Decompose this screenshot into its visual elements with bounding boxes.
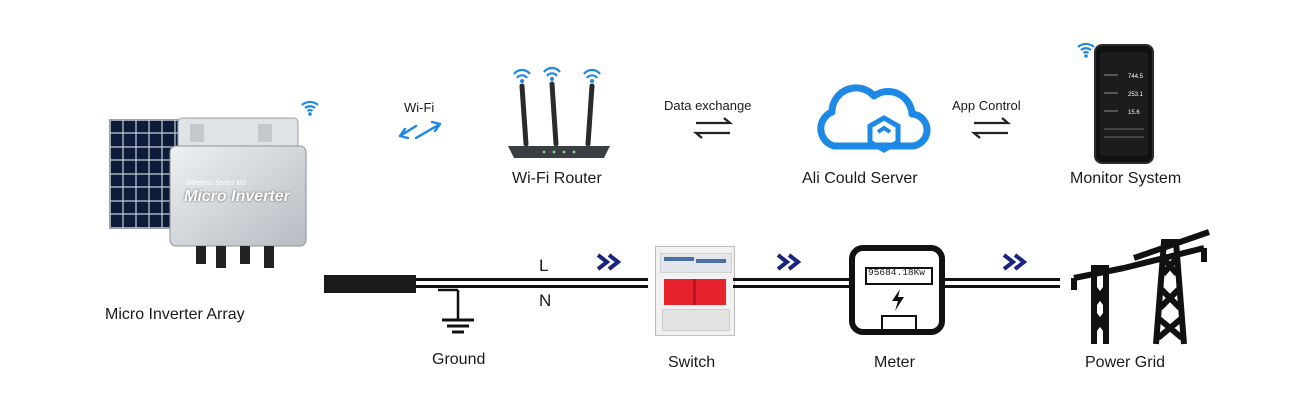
phone-stat-1: 744.5 <box>1128 74 1144 80</box>
double-chevron-right-icon <box>596 253 622 271</box>
router-image <box>508 66 610 158</box>
transmission-tower-icon <box>1071 229 1210 345</box>
inverter-model-text: Micro Inverter <box>184 188 290 205</box>
main-cable <box>324 275 416 293</box>
wifi-link-label: Wi-Fi <box>404 100 435 115</box>
data-exchange-label: Data exchange <box>664 98 752 113</box>
inverter-label: Micro Inverter Array <box>105 306 245 323</box>
double-chevron-right-icon-3 <box>1002 253 1028 271</box>
router-label: Wi-Fi Router <box>512 170 602 187</box>
live-wire-3 <box>945 278 1060 281</box>
phone-screen: 744.5 253.1 15.6 <box>1100 52 1148 156</box>
phone-stat-2: 253.1 <box>1128 92 1144 98</box>
monitor-label: Monitor System <box>1070 170 1182 187</box>
meter-display <box>865 267 933 285</box>
neutral-wire-2 <box>733 285 849 288</box>
cloud-server-icon <box>817 84 931 153</box>
meter-label: Meter <box>874 354 915 371</box>
phone-stat-3: 15.6 <box>1128 110 1140 116</box>
cloud-label: Ali Could Server <box>802 170 918 187</box>
ground-label: Ground <box>432 351 486 368</box>
bidirectional-arrows-icon-2 <box>970 117 1012 139</box>
circuit-breaker-switch <box>655 246 735 336</box>
live-wire-2 <box>733 278 849 281</box>
lightning-bolt-icon <box>892 289 904 311</box>
live-wire-label: L <box>539 256 549 275</box>
double-chevron-right-icon-2 <box>776 253 802 271</box>
meter-reading: 95684.18Kw <box>868 267 926 278</box>
neutral-wire <box>416 285 648 288</box>
ground-symbol-icon <box>438 288 474 334</box>
bidirectional-arrows-icon <box>692 117 734 139</box>
switch-label: Switch <box>668 354 716 371</box>
neutral-wire-label: N <box>539 291 552 310</box>
inverter-brand-line: Wireless Series M2 <box>186 180 247 187</box>
bidirectional-wifi-arrow-icon <box>398 120 442 140</box>
wifi-icon-phone <box>1077 42 1095 58</box>
phone-device: 744.5 253.1 15.6 <box>1094 44 1154 164</box>
micro-inverter-device: Wireless Series M2 Micro Inverter <box>168 117 308 268</box>
grid-label: Power Grid <box>1085 354 1166 371</box>
energy-meter: 95684.18Kw <box>849 245 945 335</box>
live-wire <box>416 278 648 281</box>
wifi-icon <box>301 100 319 116</box>
neutral-wire-3 <box>945 285 1060 288</box>
app-control-label: App Control <box>952 98 1021 113</box>
